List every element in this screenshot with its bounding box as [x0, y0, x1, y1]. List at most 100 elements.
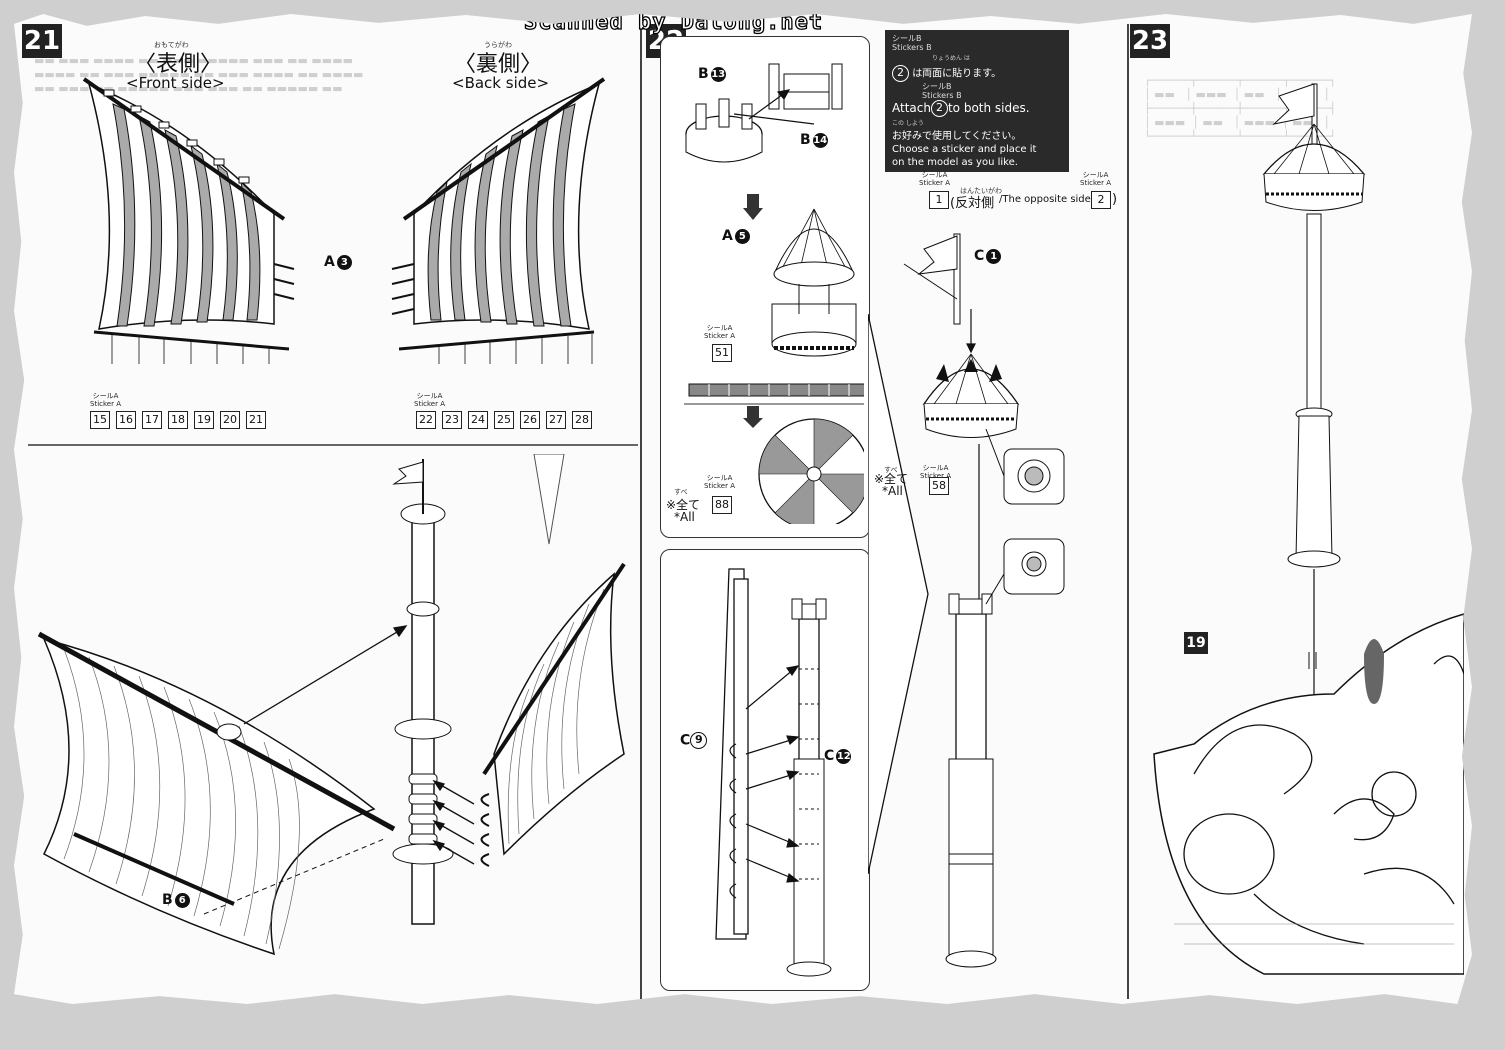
part-b6-number: 6 [174, 892, 190, 908]
part-c1-number: 1 [986, 248, 1002, 264]
front-sticker-label-jp: シールA [92, 392, 119, 400]
back-sail-diagram [391, 77, 606, 364]
callout-line2-sticker-jp: シールB [922, 82, 952, 91]
front-sticker-20: 20 [220, 411, 240, 429]
opposite-sticker-2: 2 [1091, 191, 1111, 209]
sticker-58-label-jp: シールA [922, 464, 949, 472]
sticker-88-label-en: Sticker A [704, 482, 735, 490]
callout-line4-en: Choose a sticker and place it [892, 144, 1037, 155]
opposite-sticker-a-en-2: Sticker A [1080, 179, 1111, 187]
part-a5-number: 5 [734, 228, 750, 244]
step-number-23: 23 [1130, 24, 1170, 58]
back-sticker-22: 22 [416, 411, 436, 429]
part-c1-letter: C [974, 248, 985, 264]
sticker-88: 88 [712, 496, 732, 514]
opposite-jp: (反対側 [950, 196, 995, 211]
back-sticker-25: 25 [494, 411, 514, 429]
sticker-58-all-jp: ※全て [874, 472, 909, 486]
front-sticker-18: 18 [168, 411, 188, 429]
part-c9-letter: C [680, 732, 691, 749]
ship-part-19: 19 [1184, 632, 1208, 654]
opposite-furigana: はんたいがわ [960, 187, 1002, 195]
back-side-heading-jp: 〈裏側〉 [454, 52, 543, 77]
front-side-heading-jp: 〈表側〉 [134, 52, 223, 77]
part-b14-number: 14 [812, 132, 828, 148]
panel-to-mast-arrow [868, 314, 929, 874]
part-a3-letter: A [324, 254, 335, 270]
front-sticker-15: 15 [90, 411, 110, 429]
part-b13-number: 13 [710, 66, 726, 82]
part-a5-letter: A [722, 228, 733, 244]
assembled-mast-diagram [903, 233, 1065, 968]
callout-sticker-en: Stickers B [892, 43, 932, 52]
mast-ladder-panel [660, 549, 870, 991]
opposite-sticker-a-jp-2: シールA [1082, 171, 1109, 179]
callout-both-sides-text: to both sides. [947, 101, 1030, 115]
front-sticker-16: 16 [116, 411, 136, 429]
sticker-58-all-en: *All [882, 484, 903, 498]
part-b14-letter: B [800, 132, 811, 148]
callout-line2-number: 2 [930, 100, 948, 117]
callout-line1-number: 2 [892, 65, 909, 82]
part-c12-letter: C [824, 748, 835, 764]
sticker-51-label-en: Sticker A [704, 332, 735, 340]
divider-21-row [28, 444, 638, 446]
back-sticker-23: 23 [442, 411, 462, 429]
divider-22-23 [1127, 24, 1129, 999]
opposite-sticker-1: 1 [929, 191, 949, 209]
back-sticker-label-jp: シールA [416, 392, 443, 400]
sticker-51-label-jp: シールA [706, 324, 733, 332]
crows-nest-diagram [684, 63, 864, 524]
front-sail-diagram [82, 77, 295, 364]
callout-line1-furigana: りょうめん は [932, 55, 970, 62]
sticker-88-all-en: *All [674, 510, 695, 524]
back-sticker-label-en: Sticker A [414, 400, 445, 408]
sticker-b-callout: シールB Stickers B りょうめん は 2 は両面に貼ります。 シールB… [885, 30, 1069, 172]
step-number-21: 21 [22, 24, 62, 58]
sticker-88-all-furigana: すべ [674, 488, 688, 496]
opposite-sticker-a-jp: シールA [921, 171, 948, 179]
callout-attach-text: Attach [892, 101, 931, 115]
back-sticker-24: 24 [468, 411, 488, 429]
front-sticker-17: 17 [142, 411, 162, 429]
back-sticker-28: 28 [572, 411, 592, 429]
opposite-sticker-a-en: Sticker A [919, 179, 950, 187]
part-b6-letter: B [162, 892, 173, 908]
sticker-88-all-jp: ※全て [666, 498, 701, 512]
front-side-heading-en: <Front side> [126, 74, 225, 92]
callout-line3-jp: お好みで使用してください。 [892, 131, 1022, 142]
callout-line3-furigana: この しよう [892, 120, 924, 127]
sticker-58: 58 [929, 477, 949, 495]
part-c12-number: 12 [836, 748, 852, 764]
sticker-88-label-jp: シールA [706, 474, 733, 482]
callout-line5-en: on the model as you like. [892, 157, 1018, 168]
front-sticker-21: 21 [246, 411, 266, 429]
back-sticker-26: 26 [520, 411, 540, 429]
sticker-51: 51 [712, 344, 732, 362]
part-c9-number: 9 [690, 732, 708, 749]
front-sticker-19: 19 [194, 411, 214, 429]
part-b13-letter: B [698, 66, 709, 82]
back-side-heading-en: <Back side> [452, 74, 550, 92]
divider-21-22 [640, 24, 642, 999]
opposite-close-paren: ) [1112, 192, 1118, 207]
back-side-furigana: うらがわ [484, 41, 512, 49]
callout-line1-jp: は両面に貼ります。 [912, 68, 1002, 80]
paper-sheet: ▬▬ ▬▬▬ ▬▬▬▬ ▬▬ ▬▬▬ ▬▬▬▬▬ ▬▬▬ ▬▬ ▬▬▬▬ ▬▬▬… [14, 14, 1472, 1004]
callout-sticker-jp: シールB [892, 34, 922, 43]
opposite-en: /The opposite side [999, 194, 1091, 205]
